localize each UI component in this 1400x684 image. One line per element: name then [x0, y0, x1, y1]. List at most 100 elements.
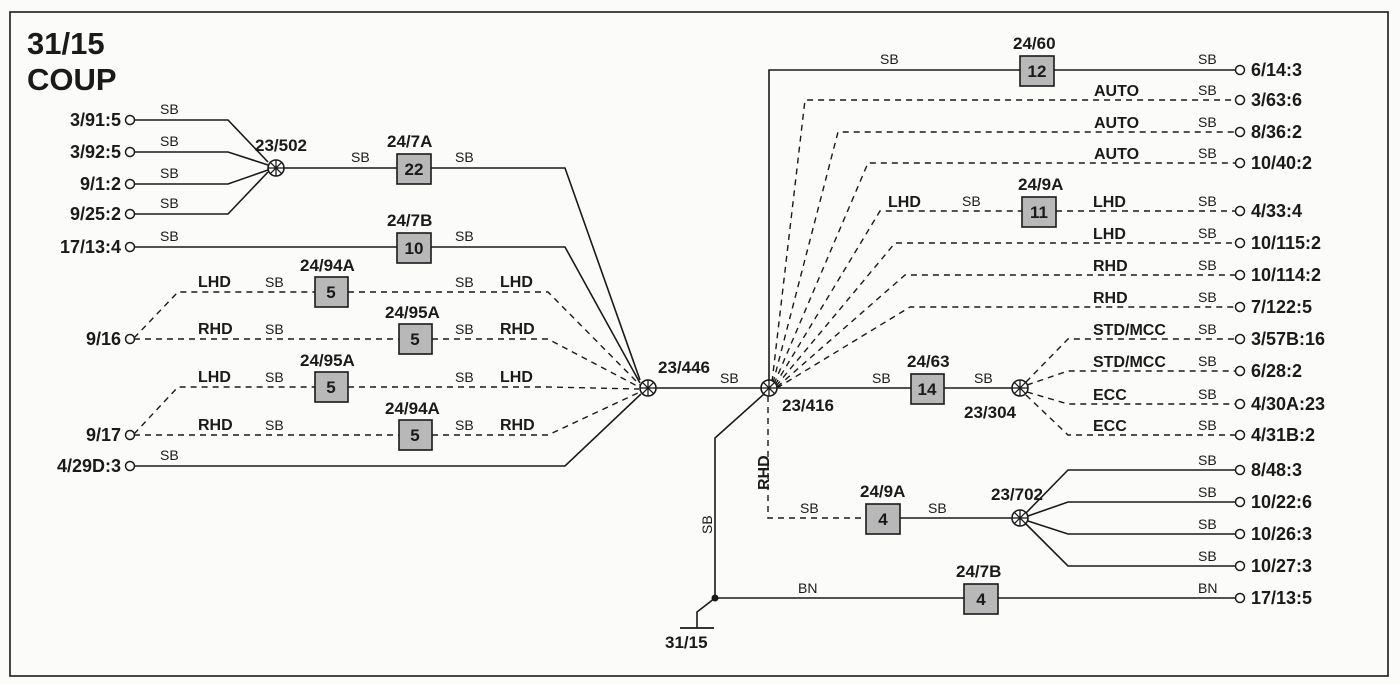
diagram-subtitle: COUP	[27, 62, 117, 97]
connector-label-63: 24/63	[907, 352, 950, 371]
splice-icon-446	[639, 379, 657, 397]
svg-text:SB: SB	[928, 500, 947, 516]
svg-text:AUTO: AUTO	[1094, 83, 1139, 100]
diagram-title: 31/15	[27, 26, 105, 61]
wire-auto-10-40-2	[773, 162, 1235, 385]
wire-10-26-3	[1027, 520, 1235, 535]
svg-text:RHD: RHD	[1093, 290, 1128, 307]
pin-5b: 5	[410, 330, 419, 349]
wire-ground-sb	[714, 393, 765, 600]
pin-5c: 5	[326, 378, 335, 397]
wire-rhd-7-122-5	[776, 306, 1235, 389]
splice-icon-416	[760, 379, 778, 397]
wire-10-22-6	[1027, 501, 1235, 517]
svg-text:SB: SB	[160, 165, 179, 181]
terminal-4-31b-2: 4/31B:2	[1251, 425, 1315, 445]
wire-rhd-to-9a	[767, 396, 866, 519]
wire-95a-lhd-to-446	[348, 386, 640, 390]
wire-rhd-10-114-2	[776, 274, 1235, 388]
svg-text:RHD: RHD	[500, 417, 535, 434]
svg-text:SB: SB	[160, 195, 179, 211]
wire-9-16-lhd	[133, 291, 315, 339]
option-labels-left: LHD LHD RHD RHD LHD LHD RHD RHD	[198, 274, 535, 434]
svg-text:SB: SB	[720, 370, 739, 386]
svg-text:SB: SB	[455, 149, 474, 165]
pin-5a: 5	[326, 283, 335, 302]
wire-9-25-2	[135, 171, 269, 215]
connector-label-95a-1: 24/95A	[385, 303, 440, 322]
terminal-6-14-3: 6/14:3	[1251, 60, 1302, 80]
svg-text:SB: SB	[455, 321, 474, 337]
option-labels-right: AUTO AUTO AUTO LHD LHD LHD RHD RHD STD/M…	[756, 83, 1166, 490]
terminal-10-40-2: 10/40:2	[1251, 153, 1312, 173]
svg-text:SB: SB	[265, 321, 284, 337]
svg-text:SB: SB	[1198, 289, 1217, 305]
svg-text:SB: SB	[699, 515, 715, 534]
wire-8-48-3	[1025, 469, 1235, 514]
svg-text:SB: SB	[800, 500, 819, 516]
wire-color-labels-left: SB SB SB SB SB SB SB SB SB SB SB SB SB S…	[160, 101, 739, 463]
wire-9-17-lhd	[133, 386, 315, 435]
svg-text:AUTO: AUTO	[1094, 146, 1139, 163]
svg-text:ECC: ECC	[1093, 387, 1127, 404]
svg-text:RHD: RHD	[198, 417, 233, 434]
svg-text:SB: SB	[1198, 452, 1217, 468]
svg-text:SB: SB	[1198, 225, 1217, 241]
terminal-8-48-3: 8/48:3	[1251, 460, 1302, 480]
connector-box-60	[1019, 55, 1055, 87]
terminal-9-1-2: 9/1:2	[80, 174, 121, 194]
wire-94a-lhd-to-446	[348, 291, 641, 386]
terminal-9-16: 9/16	[86, 329, 121, 349]
svg-text:SB: SB	[1198, 417, 1217, 433]
terminal-6-28-2: 6/28:2	[1251, 361, 1302, 381]
wire-ecc-4-30a	[1026, 391, 1235, 405]
pin-4b: 4	[976, 590, 986, 609]
svg-text:SB: SB	[1198, 82, 1217, 98]
connector-label-94a-1: 24/94A	[300, 256, 355, 275]
svg-text:LHD: LHD	[198, 369, 231, 386]
terminal-4-30a-23: 4/30A:23	[1251, 394, 1325, 414]
wire-10-27-3	[1025, 523, 1235, 567]
terminal-3-63-6: 3/63:6	[1251, 90, 1302, 110]
connector-box-95a-2	[314, 371, 349, 403]
svg-text:LHD: LHD	[500, 369, 533, 386]
terminal-9-17: 9/17	[86, 425, 121, 445]
terminal-4-33-4: 4/33:4	[1251, 201, 1302, 221]
svg-text:SB: SB	[455, 274, 474, 290]
connector-box-9a-1	[1021, 196, 1057, 228]
splice-icon-502	[267, 159, 285, 177]
wire-auto-8-36-2	[772, 131, 1235, 384]
svg-text:SB: SB	[160, 133, 179, 149]
wire-95a-rhd-to-446	[432, 338, 640, 388]
connector-box-94a-1	[314, 276, 349, 308]
connector-label-95a-2: 24/95A	[300, 351, 355, 370]
wire-3-91-5	[135, 119, 269, 163]
connector-label-7b: 24/7B	[387, 211, 432, 230]
splice-icon-304	[1011, 379, 1029, 397]
svg-text:SB: SB	[1198, 114, 1217, 130]
svg-text:SB: SB	[1198, 484, 1217, 500]
ground-label: 31/15	[665, 633, 708, 652]
terminal-3-92-5: 3/92:5	[70, 142, 121, 162]
svg-text:ECC: ECC	[1093, 418, 1127, 435]
svg-text:SB: SB	[160, 447, 179, 463]
terminal-10-22-6: 10/22:6	[1251, 492, 1312, 512]
connector-label-7b-2: 24/7B	[956, 562, 1001, 581]
svg-text:SB: SB	[1198, 353, 1217, 369]
svg-text:SB: SB	[455, 369, 474, 385]
svg-text:BN: BN	[1198, 580, 1217, 596]
connector-box-7b	[396, 232, 432, 264]
terminal-rings-left	[124, 114, 136, 472]
connector-label-9a-1: 24/9A	[1018, 175, 1063, 194]
svg-text:LHD: LHD	[198, 274, 231, 291]
wire-94a-rhd-to-446	[432, 391, 641, 436]
svg-text:SB: SB	[160, 228, 179, 244]
connector-box-63	[910, 373, 945, 405]
connector-box-94a-2	[398, 419, 433, 451]
terminal-8-36-2: 8/36:2	[1251, 122, 1302, 142]
connector-label-60: 24/60	[1013, 34, 1056, 53]
pin-22: 22	[405, 160, 424, 179]
connector-box-7b-2	[963, 583, 999, 615]
junction-dot	[711, 594, 719, 602]
